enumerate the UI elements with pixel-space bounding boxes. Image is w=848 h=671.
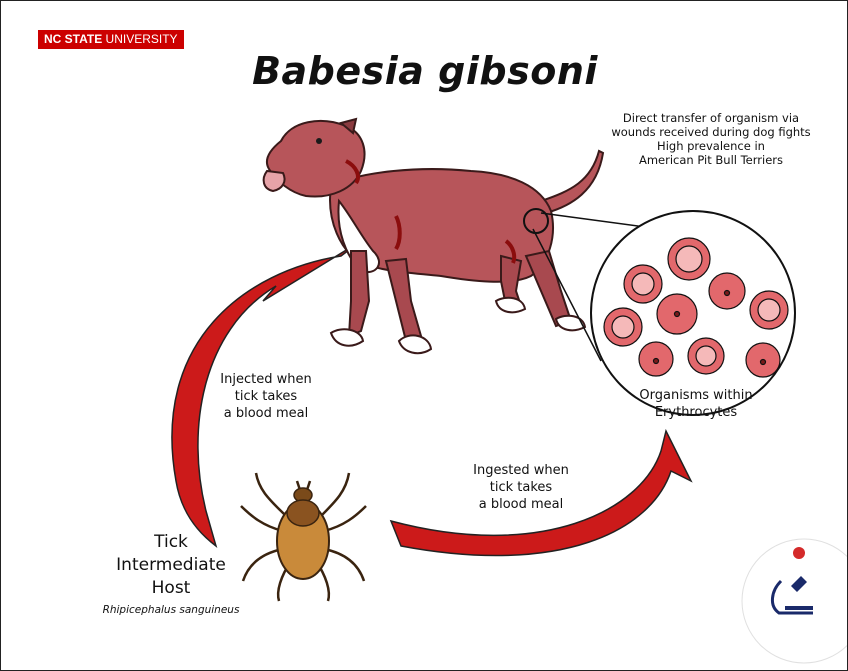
- tick-host-label: Tick Intermediate Host: [91, 531, 251, 600]
- dog-tongue: [264, 171, 285, 191]
- tick-body: [277, 488, 329, 579]
- dog-illustration: [264, 119, 603, 353]
- erythrocyte: [750, 291, 788, 329]
- erythrocyte-magnifier: [591, 211, 795, 415]
- direct-transfer-note: Direct transfer of organism via wounds r…: [591, 111, 831, 167]
- organisms-note: Organisms within Erythrocytes: [616, 387, 776, 421]
- dog-eye: [316, 138, 322, 144]
- note-line: American Pit Bull Terriers: [591, 153, 831, 167]
- dog-paw-3: [496, 298, 525, 313]
- note-line: tick takes: [191, 388, 341, 405]
- brand-bold: NC STATE: [44, 32, 102, 46]
- note-line: Tick: [91, 531, 251, 554]
- dog-front-leg-left: [349, 251, 369, 336]
- erythrocyte: [746, 343, 780, 377]
- magnifier-line-top: [541, 213, 645, 227]
- note-line: Injected when: [191, 371, 341, 388]
- erythrocyte: [668, 238, 710, 280]
- note-line: High prevalence in: [591, 139, 831, 153]
- logo-globe-icon: [793, 547, 805, 559]
- erythrocyte: [639, 342, 673, 376]
- note-line: tick takes: [451, 479, 591, 496]
- note-line: Erythrocytes: [616, 404, 776, 421]
- note-line: Organisms within: [616, 387, 776, 404]
- erythrocyte: [709, 273, 745, 309]
- note-line: a blood meal: [451, 496, 591, 513]
- injected-note: Injected when tick takes a blood meal: [191, 371, 341, 422]
- note-line: Direct transfer of organism via: [591, 111, 831, 125]
- note-line: Intermediate: [91, 554, 251, 577]
- diagram-title: Babesia gibsoni: [1, 49, 848, 93]
- brand-rest: UNIVERSITY: [102, 32, 177, 46]
- note-line: wounds received during dog fights: [591, 125, 831, 139]
- parasite-group-logo: [742, 539, 848, 663]
- ingested-note: Ingested when tick takes a blood meal: [451, 462, 591, 513]
- note-line: Host: [91, 577, 251, 600]
- note-line: Ingested when: [451, 462, 591, 479]
- erythrocyte: [604, 308, 642, 346]
- erythrocyte: [688, 338, 724, 374]
- erythrocyte: [657, 294, 697, 334]
- university-brand: NC STATE UNIVERSITY: [38, 30, 184, 49]
- erythrocyte: [624, 265, 662, 303]
- tick-species-name: Rhipicephalus sanguineus: [71, 604, 271, 616]
- dog-paw-2: [399, 335, 431, 353]
- note-line: a blood meal: [191, 405, 341, 422]
